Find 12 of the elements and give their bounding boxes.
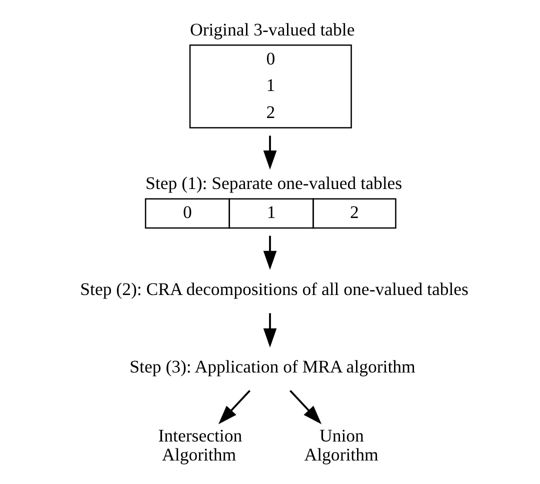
- node-text: Step (2): CRA decompositions of all one-valued tables: [80, 278, 468, 299]
- arrow: [263, 313, 277, 348]
- node-text: Union Algorithm: [304, 426, 378, 465]
- node-text: Step (3): Application of MRA algorithm: [130, 356, 416, 376]
- arrow: [263, 136, 277, 170]
- arrow: [290, 390, 322, 424]
- node-text: Intersection Algorithm: [158, 426, 242, 465]
- arrow: [218, 390, 250, 424]
- node-label: Step (1): Separate one-valued tables: [146, 172, 402, 193]
- arrow: [263, 236, 277, 270]
- node-box: 0 1 2: [189, 44, 352, 128]
- node-label: Original 3-valued table: [190, 19, 355, 40]
